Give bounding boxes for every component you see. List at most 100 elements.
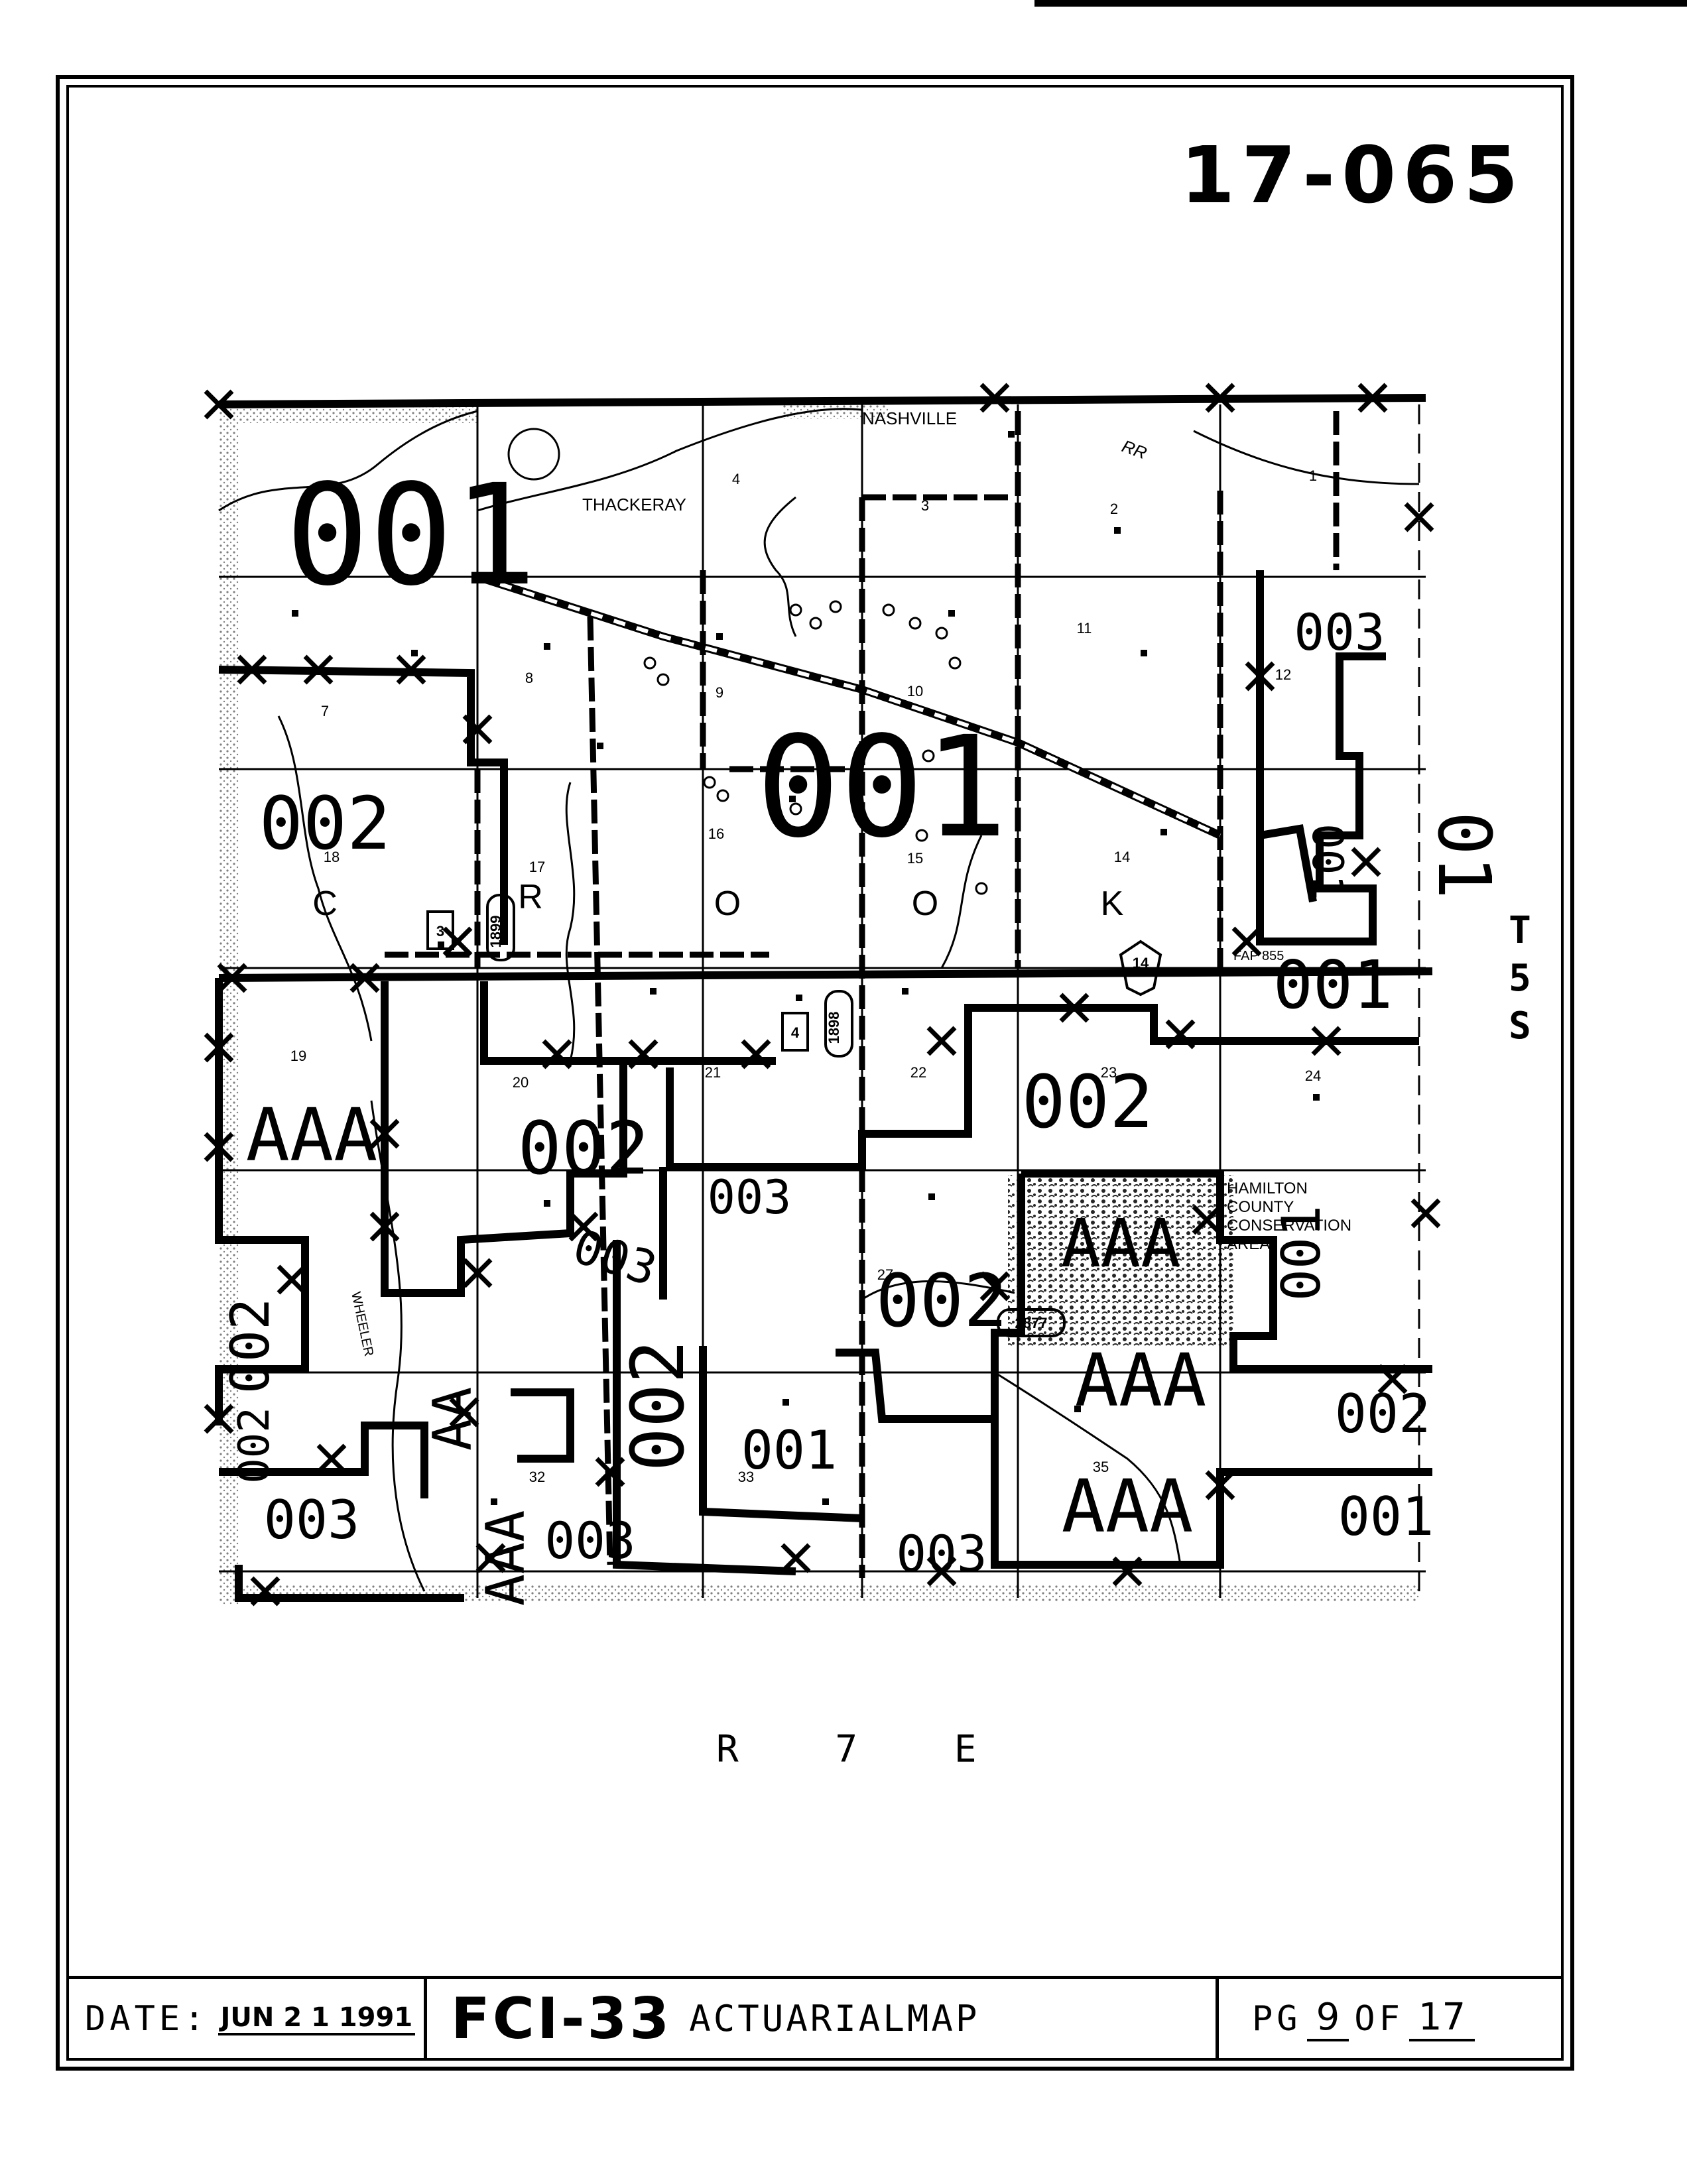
gravel-pits — [643, 600, 988, 895]
range-label: R 7 E — [716, 1728, 1014, 1771]
page-number: 9 — [1306, 1996, 1349, 2041]
section-number: 35 — [1093, 1459, 1109, 1475]
zone-label: AAA — [1075, 1338, 1207, 1423]
section-number: 11 — [1077, 620, 1092, 637]
zone-label: 001 — [1338, 1486, 1434, 1547]
section-number: 3 — [921, 497, 929, 514]
section-number: 32 — [529, 1469, 545, 1485]
route-label-3: 3 — [436, 923, 444, 940]
page-total: 17 — [1408, 1996, 1475, 2041]
section-number: 23 — [1101, 1064, 1117, 1081]
place-hamilton-1: HAMILTON — [1227, 1180, 1308, 1197]
railroad — [476, 573, 1222, 839]
zone-label: 001 — [756, 706, 1007, 869]
zone-label: 001 — [741, 1420, 838, 1481]
township-label: T 5 S — [1500, 907, 1540, 1050]
county-letter-r: R — [518, 878, 543, 916]
zone-label: 002 — [219, 1298, 281, 1394]
county-letter-k: K — [1101, 884, 1124, 923]
county-letter-c: C — [312, 884, 338, 923]
route-label-1899: 1899 — [487, 916, 504, 948]
place-rr: RR — [1119, 436, 1150, 463]
route-shields — [426, 894, 1162, 1337]
place-hamilton-3: CONSERVATION — [1227, 1217, 1351, 1235]
zone-label: 002 — [876, 1258, 1008, 1343]
zone-label: 003 — [544, 1511, 635, 1570]
date-stamp: JUN 2 1 1991 — [218, 2002, 416, 2035]
section-number: 27 — [877, 1266, 893, 1283]
section-number: 14 — [1114, 849, 1130, 865]
county-letter-o2: O — [912, 884, 938, 923]
place-fap: FAP 855 — [1233, 949, 1284, 963]
place-hamilton-2: COUNTY — [1227, 1198, 1294, 1216]
zone-label: 003 — [708, 1170, 791, 1225]
title-cell: FCI-33 ACTUARIALMAP — [427, 1979, 1219, 2058]
zone-label: 002 — [1022, 1060, 1154, 1144]
route-label-4: 4 — [791, 1024, 800, 1041]
map-id: 17-065 — [1180, 129, 1525, 221]
roads — [385, 411, 1419, 1578]
zone-label: AAA — [246, 1093, 378, 1178]
township-direction: S — [1509, 1004, 1531, 1048]
conservation-area-stipple — [1008, 1175, 1233, 1347]
inner-frame — [66, 85, 1564, 2061]
date-cell: DATE: JUN 2 1 1991 — [69, 1979, 427, 2058]
zone-label: 002 — [518, 1106, 650, 1191]
township-map-svg: 14 3 4 2877 1899 1898 NASHVILLE THACKERA… — [204, 383, 1507, 1607]
zone-boundaries — [215, 394, 1433, 1602]
section-number: 20 — [513, 1074, 529, 1091]
zone-label: AA — [422, 1387, 483, 1451]
title-block: DATE: JUN 2 1 1991 FCI-33 ACTUARIALMAP P… — [69, 1976, 1561, 2058]
section-number: 7 — [321, 703, 329, 719]
section-number: 18 — [324, 849, 340, 865]
section-number: 12 — [1275, 666, 1291, 683]
form-subtitle: ACTUARIALMAP — [689, 1998, 980, 2039]
route-label-2877: 2877 — [1015, 1315, 1048, 1331]
place-nashville: NASHVILLE — [862, 408, 957, 428]
section-number: 16 — [708, 825, 724, 842]
township-letter-t: T — [1509, 909, 1531, 952]
section-number: 9 — [716, 684, 723, 701]
section-number: 4 — [732, 471, 740, 487]
form-code: FCI-33 — [451, 1985, 672, 2052]
section-number: 1 — [1309, 467, 1317, 484]
section-number: 21 — [705, 1064, 721, 1081]
zone-label: 003 — [896, 1524, 987, 1583]
township-number: 5 — [1509, 957, 1531, 1000]
zone-label: 002 — [1335, 1383, 1431, 1445]
zone-label: 003 — [264, 1489, 360, 1551]
zone-label: 001 — [1302, 823, 1351, 900]
zone-label: AAA — [1061, 1205, 1181, 1282]
section-number: 8 — [525, 670, 533, 686]
zone-label: 002 — [259, 781, 391, 866]
section-number: 33 — [738, 1469, 754, 1485]
zone-label: 001 — [1271, 1205, 1332, 1302]
township-map: 14 3 4 2877 1899 1898 NASHVILLE THACKERA… — [199, 371, 1507, 1664]
route-label-14: 14 — [1133, 955, 1149, 971]
route-label-1898: 1898 — [826, 1012, 842, 1044]
section-number: 24 — [1305, 1067, 1321, 1084]
zone-label: 002 — [615, 1340, 700, 1472]
boundary-ticks — [204, 383, 1441, 1607]
county-letter-o1: O — [714, 884, 741, 923]
section-number: 10 — [907, 683, 923, 699]
section-number: 22 — [910, 1064, 926, 1081]
section-number: 19 — [290, 1048, 306, 1064]
page-prefix: PG — [1252, 1998, 1302, 2039]
place-hamilton-4: AREA — [1227, 1235, 1270, 1253]
zone-label: 003 — [567, 1219, 664, 1297]
farmsteads — [292, 431, 1320, 1505]
page-of: OF — [1354, 1998, 1404, 2039]
page-cell: PG 9 OF 17 — [1219, 1979, 1561, 2058]
zone-label: 002 — [230, 1407, 279, 1484]
zone-label: AAA — [475, 1510, 536, 1607]
top-edge-line — [1034, 0, 1687, 7]
section-number: 17 — [529, 859, 545, 875]
section-number: 2 — [1110, 501, 1118, 517]
zone-label: 001 — [285, 454, 536, 617]
place-wheeler: WHEELER — [348, 1290, 376, 1357]
outer-frame — [56, 75, 1574, 2071]
zone-label: AAA — [1062, 1464, 1194, 1549]
zone-label: 003 — [1294, 603, 1385, 662]
zone-label: 01 — [1422, 812, 1507, 899]
